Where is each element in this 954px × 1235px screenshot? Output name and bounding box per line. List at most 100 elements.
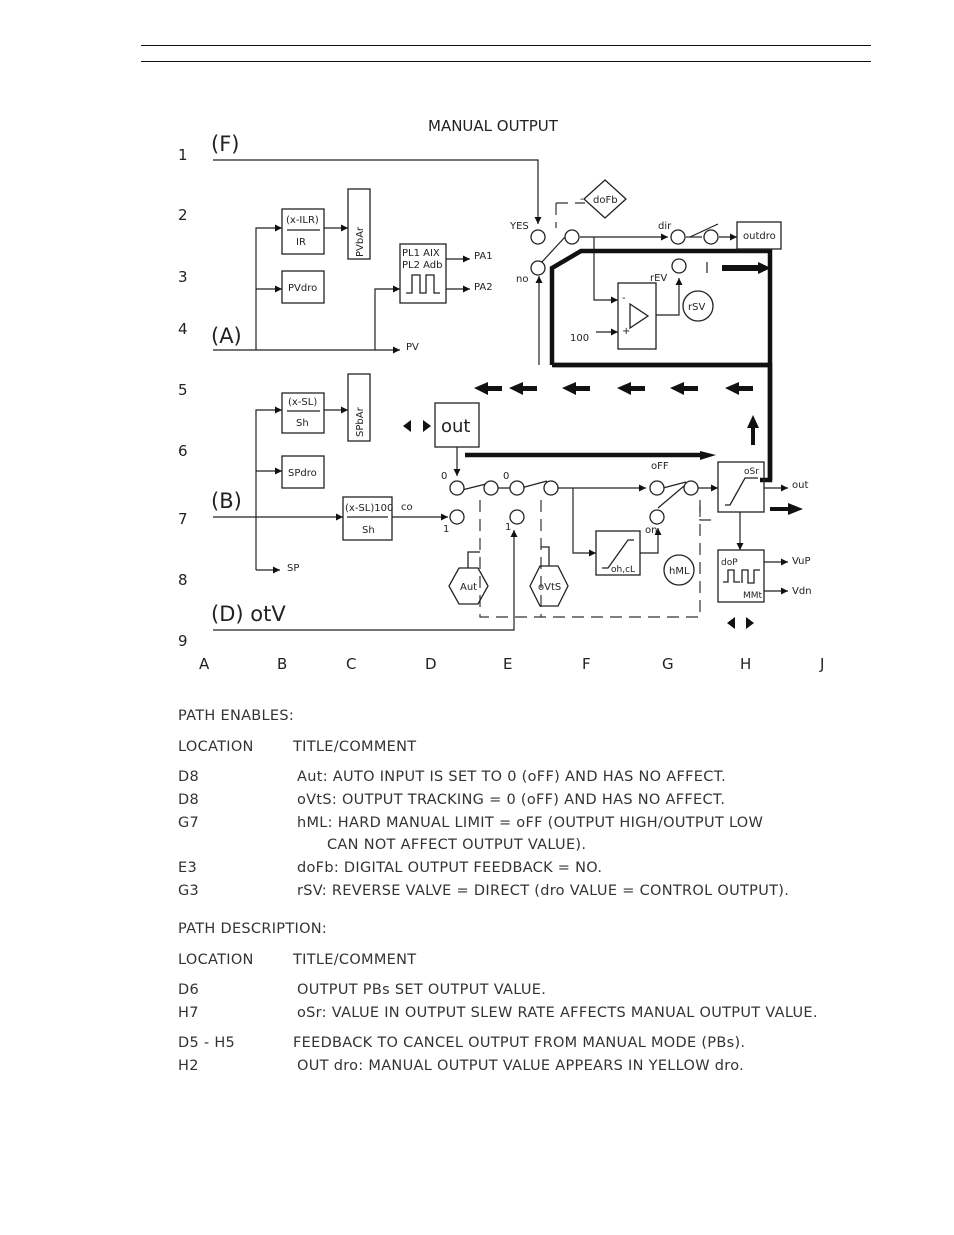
- signal-pa1: PA1: [474, 251, 493, 262]
- column-letter: F: [582, 655, 591, 673]
- block-outdro: [736, 221, 782, 250]
- signal-labels: PA1 PA2 PV SP co YES no dir rEV 100 - + …: [287, 194, 812, 597]
- header-rule-top: [141, 45, 871, 46]
- header-rule-bottom: [141, 61, 871, 62]
- path-enables-row-loc: G3: [178, 883, 200, 899]
- signal-pa2: PA2: [474, 282, 493, 293]
- block-sp-dro-label: SPdro: [288, 468, 317, 479]
- block-dop-label: doP: [721, 558, 738, 568]
- thick-arrows: [403, 262, 803, 629]
- signal-one-a: 1: [443, 524, 449, 535]
- column-letter: D: [425, 655, 437, 673]
- signal-vdn: Vdn: [792, 586, 812, 597]
- column-letter: B: [277, 655, 287, 673]
- block-osr: [717, 461, 765, 513]
- input-b: (B): [211, 489, 242, 513]
- diagram-title: MANUAL OUTPUT: [428, 117, 559, 135]
- path-enables-col-location: LOCATION: [178, 739, 254, 755]
- thin-wiring: [213, 159, 788, 631]
- signal-100: 100: [570, 333, 589, 344]
- manual-output-diagram: MANUAL OUTPUT 1 2 3 4 5 6 7 8 9 A B C D …: [178, 117, 824, 673]
- row-number: 7: [178, 510, 188, 528]
- row-numbers: 1 2 3 4 5 6 7 8 9: [178, 146, 188, 650]
- row-number: 8: [178, 571, 188, 589]
- block-pv-dro: [281, 270, 325, 304]
- switch-one-a: [449, 509, 465, 525]
- row-number: 6: [178, 442, 188, 460]
- block-sp-bar-label: SPbAr: [355, 406, 366, 437]
- signal-one-b: 1: [505, 522, 511, 533]
- signal-out: out: [792, 480, 808, 491]
- path-description-row-loc: D6: [178, 982, 199, 998]
- block-out-label: out: [441, 416, 470, 437]
- block-dofb-diamond: [583, 179, 627, 219]
- path-enables-row-text: hML: HARD MANUAL LIMIT = oFF (OUTPUT HIG…: [297, 815, 764, 831]
- block-pl-bottom: PL2 Adb: [402, 260, 443, 271]
- path-enables-row-text: Aut: AUTO INPUT IS SET TO 0 (oFF) AND HA…: [297, 769, 727, 785]
- block-out: [434, 402, 480, 448]
- block-x-sl100: [342, 496, 393, 541]
- path-description-row-text: OUTPUT PBs SET OUTPUT VALUE.: [297, 982, 547, 998]
- column-letter: E: [503, 655, 512, 673]
- row-number: 3: [178, 268, 188, 286]
- path-enables-row-text-cont: CAN NOT AFFECT OUTPUT VALUE).: [327, 837, 587, 853]
- switch-yes-contact: [530, 229, 546, 245]
- block-amplifier: [617, 282, 657, 350]
- block-x-sl100-bottom: Sh: [362, 525, 375, 536]
- path-description-row-text: FEEDBACK TO CANCEL OUTPUT FROM MANUAL MO…: [293, 1035, 746, 1051]
- path-enables-col-title: TITLE/COMMENT: [293, 739, 417, 755]
- path-enables-row-loc: E3: [178, 860, 197, 876]
- block-x-sl-bottom: Sh: [296, 418, 309, 429]
- signal-plus: +: [622, 326, 630, 337]
- block-labels: (x-ILR) IR PVbAr PVdro PL1 AIX PL2 Adb (…: [286, 195, 776, 601]
- block-x-sl-top: (x-SL): [288, 397, 317, 408]
- block-x-ilr: [281, 208, 325, 255]
- signal-vup: VuP: [792, 556, 811, 567]
- switch-common-contact: [564, 229, 580, 245]
- column-letter: H: [740, 655, 751, 673]
- blocks: [281, 179, 782, 607]
- column-letter: A: [199, 655, 210, 673]
- block-outdro-label: outdro: [743, 231, 776, 242]
- indicator-rsv: [682, 290, 714, 322]
- column-letters: A B C D E F G H J: [199, 655, 824, 673]
- signal-yes: YES: [509, 221, 529, 232]
- switch-off-contact: [649, 480, 665, 496]
- path-description-row-loc: H2: [178, 1058, 199, 1074]
- path-enables-row-loc: G7: [178, 815, 200, 831]
- column-letter: C: [346, 655, 356, 673]
- block-pl-adb: [399, 243, 447, 304]
- path-description-col-location: LOCATION: [178, 952, 254, 968]
- block-sp-dro: [281, 455, 325, 489]
- input-a: (A): [211, 324, 242, 348]
- signal-no: no: [516, 274, 528, 285]
- switch-off-common: [683, 480, 699, 496]
- input-f: (F): [211, 132, 239, 156]
- path-enables-row-text: doFb: DIGITAL OUTPUT FEEDBACK = NO.: [297, 860, 603, 876]
- signal-minus: -: [622, 293, 626, 304]
- path-enables-heading: PATH ENABLES:: [178, 708, 295, 724]
- signal-rev: rEV: [650, 273, 667, 284]
- indicator-hml: [663, 554, 695, 586]
- block-ovts-hex: [529, 565, 569, 607]
- input-d: (D) otV: [211, 602, 286, 626]
- signal-dir: dir: [658, 221, 672, 232]
- signal-pv: PV: [406, 342, 419, 353]
- switch-no-contact: [530, 260, 546, 276]
- path-description-row-text: OUT dro: MANUAL OUTPUT VALUE APPEARS IN …: [297, 1058, 745, 1074]
- switch-rev-contact: [671, 258, 687, 274]
- path-enables-row-loc: D8: [178, 769, 199, 785]
- block-rsv-label: rSV: [688, 302, 705, 313]
- column-letter: G: [662, 655, 674, 673]
- block-x-sl: [281, 392, 325, 434]
- path-description-heading: PATH DESCRIPTION:: [178, 921, 328, 937]
- path-enables-row-text: rSV: REVERSE VALVE = DIRECT (dro VALUE =…: [297, 883, 790, 899]
- row-number: 5: [178, 381, 188, 399]
- row-number: 4: [178, 320, 188, 338]
- block-aut-hex: [448, 567, 489, 605]
- path-enables-row-text: oVtS: OUTPUT TRACKING = 0 (oFF) AND HAS …: [297, 792, 726, 808]
- signal-sp: SP: [287, 563, 299, 574]
- column-letter: J: [819, 655, 824, 673]
- switch-circles: [449, 229, 719, 586]
- switch-dir-contact: [670, 229, 686, 245]
